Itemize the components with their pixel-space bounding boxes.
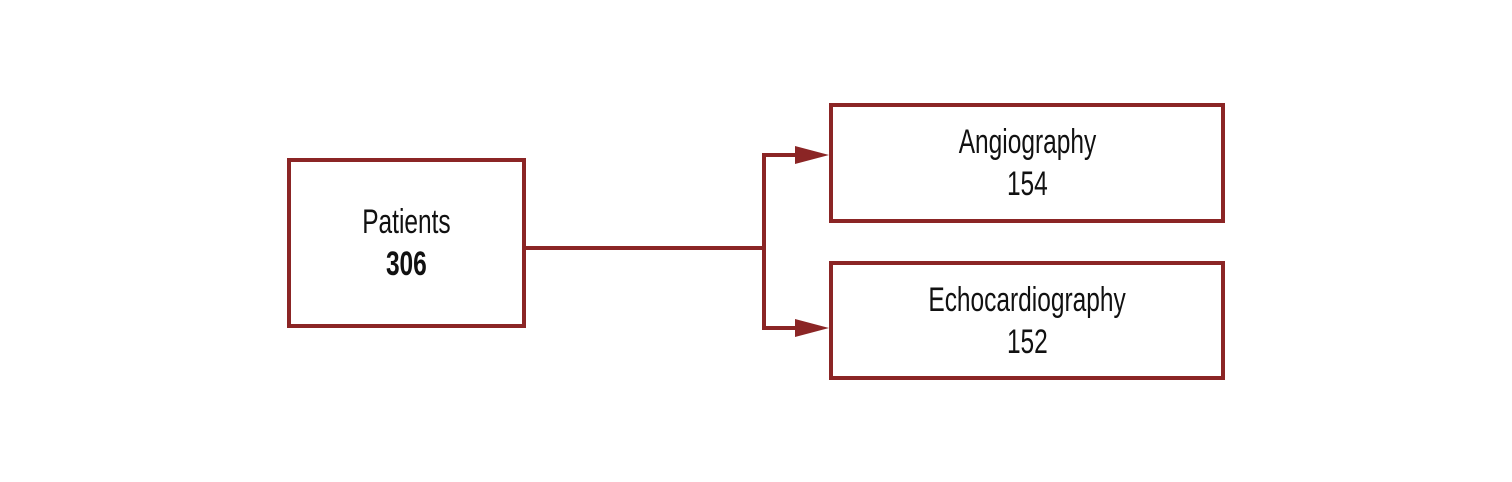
arrowhead-angiography (795, 146, 829, 164)
arrowhead-echocardiography (795, 319, 829, 337)
echocardiography-label: Echocardiography (928, 280, 1126, 319)
angiography-label: Angiography (958, 123, 1096, 161)
angiography-count: 154 (1006, 165, 1048, 203)
patients-count: 306 (386, 245, 427, 283)
patients-label: Patients (362, 203, 451, 241)
echocardiography-count: 152 (1006, 322, 1048, 361)
angiography-box: Angiography 154 (829, 103, 1225, 223)
echocardiography-box: Echocardiography 152 (829, 261, 1225, 380)
arrow-to-angiography (762, 153, 797, 250)
arrow-to-echocardiography (762, 246, 797, 330)
patients-box: Patients 306 (287, 158, 526, 328)
